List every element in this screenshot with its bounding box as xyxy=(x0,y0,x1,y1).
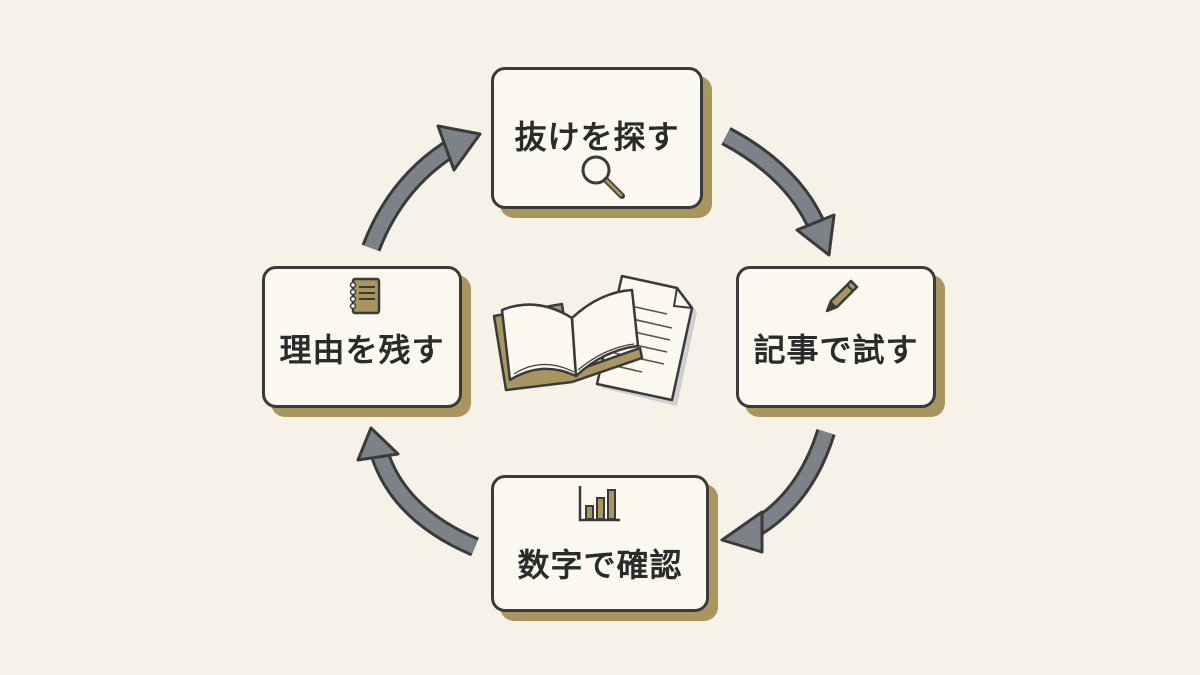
notebook-icon xyxy=(349,277,381,315)
magnifier-icon xyxy=(581,155,625,199)
arrow-check-to-record xyxy=(356,426,480,557)
arrow-record-to-search xyxy=(361,124,482,252)
step-box-search: 抜けを探す xyxy=(491,67,703,209)
step-box-record: 理由を残す xyxy=(262,266,462,408)
step-label-try: 記事で試す xyxy=(753,331,919,369)
arrow-search-to-try xyxy=(721,127,836,257)
step-label-search: 抜けを探す xyxy=(514,118,680,156)
open-book-and-document-icon xyxy=(492,274,697,406)
pencil-icon xyxy=(825,279,859,313)
step-label-record: 理由を残す xyxy=(279,331,445,369)
arrow-try-to-check xyxy=(720,428,836,554)
book-icon xyxy=(492,288,644,392)
bar-chart-icon xyxy=(578,486,620,522)
step-label-check: 数字で確認 xyxy=(517,546,683,584)
step-box-check: 数字で確認 xyxy=(491,475,709,612)
step-box-try: 記事で試す xyxy=(736,266,936,408)
